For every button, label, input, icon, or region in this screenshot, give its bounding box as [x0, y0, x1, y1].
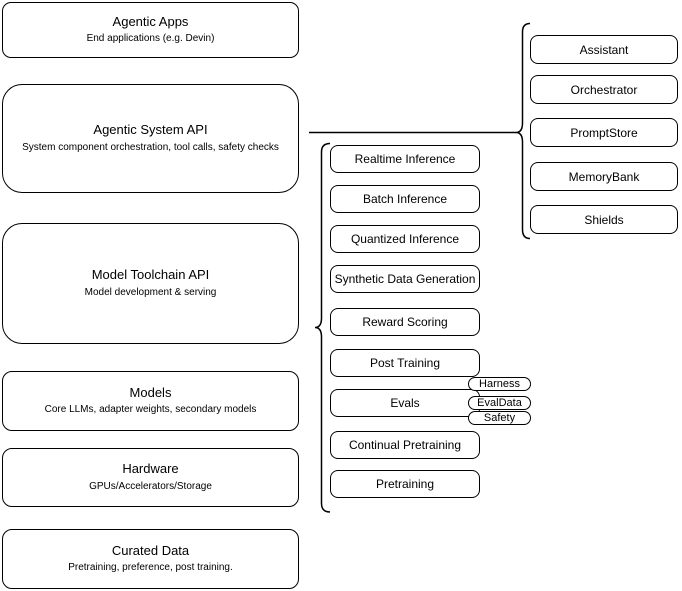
- layer-box-agentic-system-api: Agentic System API System component orch…: [2, 84, 299, 193]
- layer-box-models: Models Core LLMs, adapter weights, secon…: [2, 371, 299, 431]
- layer-box-model-toolchain-api: Model Toolchain API Model development & …: [2, 223, 299, 344]
- system-component-promptstore: PromptStore: [530, 118, 678, 147]
- toolchain-item-continual-pretraining: Continual Pretraining: [330, 431, 480, 459]
- layer-title: Models: [129, 384, 172, 400]
- toolchain-item-post-training: Post Training: [330, 349, 480, 377]
- toolchain-item-quantized-inference: Quantized Inference: [330, 225, 480, 253]
- layer-subtitle: End applications (e.g. Devin): [86, 33, 215, 45]
- toolchain-brace: [314, 142, 331, 513]
- layer-subtitle: GPUs/Accelerators/Storage: [89, 480, 212, 492]
- system-components-brace: [515, 22, 531, 240]
- toolchain-item-realtime-inference: Realtime Inference: [330, 145, 480, 173]
- system-component-orchestrator: Orchestrator: [530, 75, 678, 104]
- layer-title: Hardware: [122, 461, 179, 477]
- toolchain-item-pretraining: Pretraining: [330, 470, 480, 498]
- eval-tag-evaldata: EvalData: [468, 396, 531, 410]
- layer-title: Curated Data: [111, 542, 190, 558]
- system-component-memorybank: MemoryBank: [530, 162, 678, 191]
- system-component-assistant: Assistant: [530, 35, 678, 64]
- layer-subtitle: System component orchestration, tool cal…: [22, 141, 279, 153]
- toolchain-item-synthetic-data-generation: Synthetic Data Generation: [330, 265, 480, 293]
- layer-box-hardware: Hardware GPUs/Accelerators/Storage: [2, 448, 299, 507]
- layer-box-agentic-apps: Agentic Apps End applications (e.g. Devi…: [2, 2, 299, 58]
- layer-subtitle: Pretraining, preference, post training.: [68, 562, 233, 574]
- system-component-shields: Shields: [530, 205, 678, 234]
- layer-title: Agentic System API: [93, 122, 208, 138]
- layer-title: Agentic Apps: [112, 13, 189, 29]
- layer-subtitle: Core LLMs, adapter weights, secondary mo…: [44, 404, 257, 416]
- toolchain-item-reward-scoring: Reward Scoring: [330, 308, 480, 336]
- toolchain-item-batch-inference: Batch Inference: [330, 185, 480, 213]
- layer-subtitle: Model development & serving: [84, 286, 217, 298]
- layer-box-curated-data: Curated Data Pretraining, preference, po…: [2, 529, 299, 589]
- eval-tag-safety: Safety: [468, 411, 531, 425]
- layer-title: Model Toolchain API: [91, 267, 210, 283]
- toolchain-item-evals: Evals: [330, 389, 480, 417]
- eval-tag-harness: Harness: [468, 377, 531, 391]
